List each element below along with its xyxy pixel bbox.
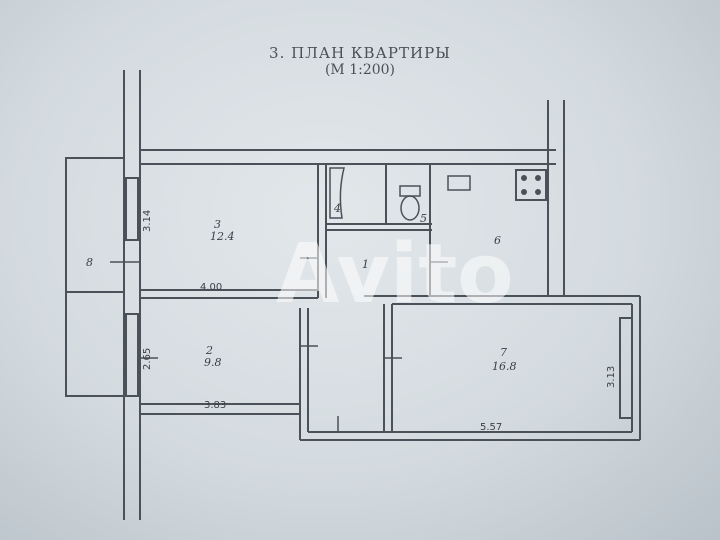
window-room7 — [619, 317, 633, 419]
watermark-text: Avito — [276, 227, 514, 322]
toilet-tank — [399, 185, 421, 197]
burner — [521, 175, 527, 181]
dim-room7-width: 5.57 — [480, 422, 502, 433]
plan-scale: (М 1:200) — [324, 62, 396, 78]
dim-room3-width: 4.00 — [200, 282, 222, 293]
room-4-number: 4 — [333, 202, 341, 215]
room-3-number: 3 — [214, 218, 221, 231]
dim-room2-width: 3.83 — [204, 400, 226, 411]
burner — [521, 189, 527, 195]
stove-burners — [521, 175, 541, 195]
room-2-area: 9.8 — [204, 356, 222, 369]
balcony-outline — [65, 157, 125, 397]
room-5-number: 5 — [420, 212, 427, 225]
window-room2 — [125, 313, 139, 397]
kitchen-sink — [447, 175, 471, 191]
burner — [535, 175, 541, 181]
room-6-number: 6 — [494, 234, 501, 247]
fixtures — [110, 167, 471, 432]
stove-outline — [515, 169, 547, 201]
window-room3 — [125, 177, 139, 241]
room-7-number: 7 — [500, 346, 507, 359]
room-3-area: 12.4 — [210, 230, 235, 243]
room-1-number: 1 — [362, 258, 369, 271]
dim-room3-depth: 3.14 — [142, 210, 153, 232]
room-2-number: 2 — [205, 344, 213, 357]
plan-title: 3. ПЛАН КВАРТИРЫ — [269, 44, 451, 62]
burner — [535, 189, 541, 195]
walls — [65, 70, 641, 520]
room-8-number: 8 — [86, 256, 93, 269]
dim-room2-depth: 2.65 — [142, 348, 153, 370]
bathtub — [329, 167, 345, 219]
room-7-area: 16.8 — [492, 360, 517, 373]
dim-room7-depth: 3.13 — [606, 366, 617, 388]
toilet-icon — [400, 195, 420, 221]
